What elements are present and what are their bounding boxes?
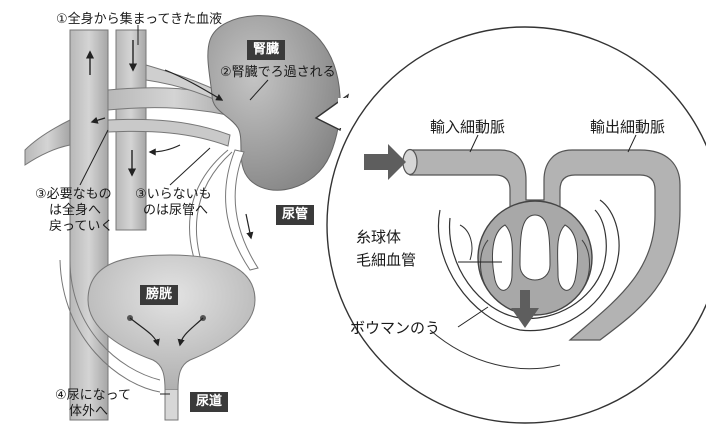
needed-line-2: は全身へ [49, 203, 102, 218]
needed-line-1: ③必要なもの [35, 187, 112, 202]
label-bowman: ボウマンのう [350, 319, 441, 337]
urine-line-2: 体外へ [69, 404, 109, 419]
label-urine-out: ④尿になって 体外へ [55, 388, 131, 420]
label-needed-return: ③必要なもの は全身へ 戻っていく [35, 187, 113, 235]
ureter-tube [225, 149, 259, 271]
bladder-shape [87, 254, 256, 391]
tag-bladder: 膀胱 [140, 285, 179, 305]
bowman-capsule-outer [438, 199, 620, 332]
needed-line-3: 戻っていく [49, 219, 114, 234]
label-unneeded: ③いらないも のは尿管へ [135, 187, 212, 219]
glomerulus-line-2: 毛細血管 [356, 251, 417, 269]
vein-branch-left [24, 119, 71, 166]
urethra-tube [164, 390, 179, 421]
unneeded-line-1: ③いらないも [135, 187, 212, 202]
unneeded-line-2: のは尿管へ [143, 203, 209, 218]
label-afferent: 輸入細動脈 [430, 118, 506, 136]
glomerulus-line-1: 糸球体 [356, 228, 402, 246]
urine-line-1: ④尿になって [55, 388, 132, 403]
label-efferent: 輸出細動脈 [590, 118, 666, 136]
tag-kidney: 腎臓 [247, 40, 286, 60]
label-blood-from-body: ①全身から集まってきた血液 [56, 12, 223, 27]
filtrate-arrow [511, 290, 539, 328]
label-glomerulus: 糸球体 毛細血管 [356, 228, 416, 270]
kidney-shape [207, 15, 341, 191]
lower-vessel [107, 118, 231, 147]
afferent-arteriole [409, 149, 681, 341]
tag-urethra: 尿道 [190, 392, 229, 412]
inflow-arrow [364, 144, 406, 180]
label-kidney-filter: ②腎臓でろ過される [220, 65, 336, 80]
tag-ureter: 尿管 [276, 205, 315, 225]
